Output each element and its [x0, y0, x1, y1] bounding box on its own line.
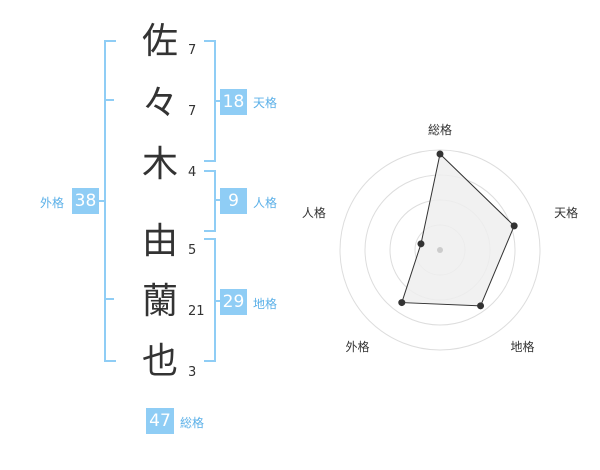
stroke-count-4: 5 [188, 243, 197, 258]
radar-axis-label-2: 天格 [554, 205, 578, 220]
gaikaku-label: 外格 [40, 196, 65, 210]
radar-point-2 [510, 222, 518, 230]
name-char-3: 木 [141, 144, 178, 185]
name-char-2: 々 [141, 83, 178, 124]
jinkaku-label: 人格 [253, 196, 278, 210]
stroke-count-5: 21 [188, 304, 205, 319]
tenkaku-bracket-connector [214, 100, 222, 102]
jinkaku-bracket [204, 170, 216, 232]
radar-axis-label-5: 人格 [302, 205, 326, 220]
radar-point-3 [477, 302, 485, 310]
radar-polygon [401, 153, 515, 307]
name-char-5: 蘭 [141, 281, 178, 322]
radar-axis-label-1: 総格 [428, 122, 452, 137]
jinkaku-bracket-connector [214, 199, 222, 201]
radar-point-4 [398, 299, 406, 307]
tenkaku-value-badge: 18 [220, 89, 247, 115]
chikaku-label: 地格 [253, 297, 278, 311]
jinkaku-value-badge: 9 [220, 188, 247, 214]
radar-center-dot [437, 247, 443, 253]
stroke-count-2: 7 [188, 104, 197, 119]
chikaku-value-badge: 29 [220, 289, 247, 315]
stroke-count-6: 3 [188, 365, 197, 380]
soukaku-label: 総格 [180, 416, 205, 430]
radar-point-5 [417, 240, 425, 248]
chikaku-bracket-connector [214, 300, 222, 302]
stroke-count-3: 4 [188, 165, 197, 180]
tenkaku-label: 天格 [253, 96, 278, 110]
name-char-6: 也 [141, 341, 178, 382]
stroke-count-1: 7 [188, 43, 197, 58]
radar-ring [339, 149, 541, 351]
name-char-4: 由 [141, 221, 178, 262]
gaikaku-bracket-connector [98, 200, 106, 202]
soukaku-value-badge: 47 [146, 408, 174, 434]
gaikaku-bracket-tick [104, 298, 114, 300]
name-char-1: 佐 [141, 21, 178, 62]
gaikaku-bracket-tick [104, 99, 114, 101]
radar-point-1 [436, 150, 444, 158]
radar-axis-label-4: 外格 [345, 339, 369, 354]
radar-axis-label-3: 地格 [511, 339, 535, 354]
gaikaku-value-badge: 38 [72, 188, 99, 214]
